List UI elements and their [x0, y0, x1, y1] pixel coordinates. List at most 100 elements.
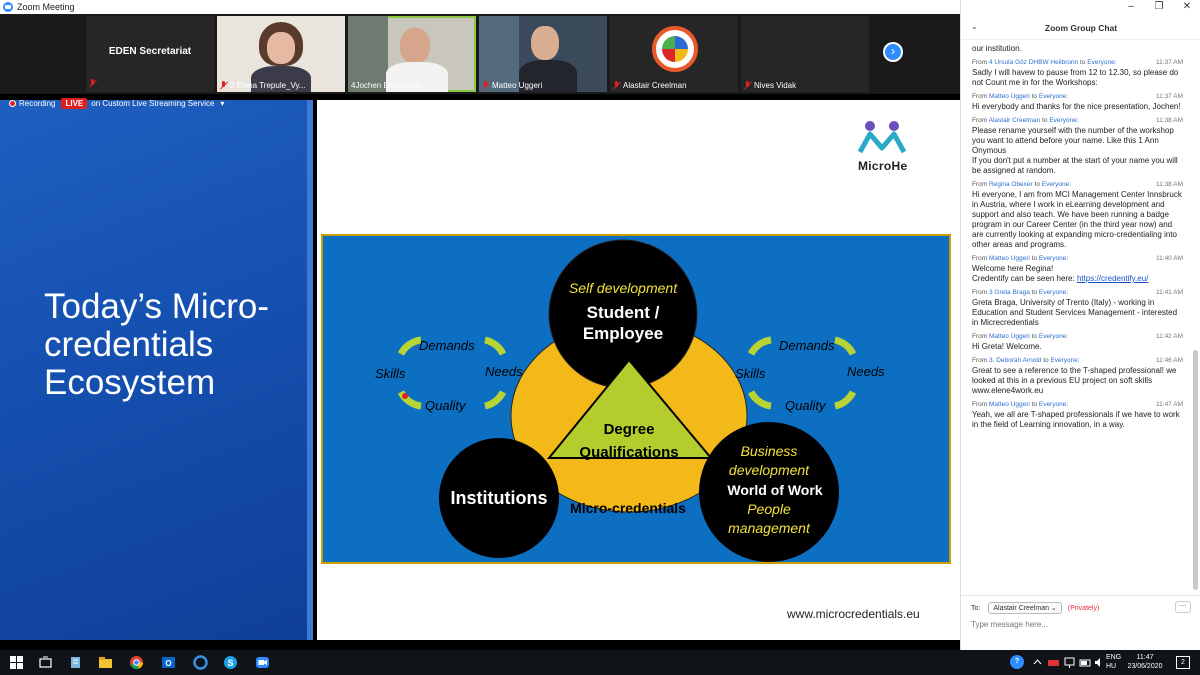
message-body: our institution. [972, 44, 1022, 53]
muted-mic-icon [482, 81, 489, 90]
task-view-icon[interactable] [38, 655, 53, 670]
recipient-row: To: Alastair Creelman ⌄ (Privately) [971, 602, 1099, 614]
from-word: From [972, 333, 988, 340]
message-sender[interactable]: 3 Greta Braga [988, 289, 1030, 296]
message-recipient: Everyone [1050, 357, 1078, 364]
from-word: From [972, 289, 988, 296]
edge-browser-icon[interactable] [193, 655, 208, 670]
participant-tile[interactable]: Nives Vidak [741, 16, 869, 92]
institutions-label: Institutions [450, 488, 548, 508]
windows-start-icon[interactable] [9, 655, 24, 670]
message-body: Yeah, we all are T-shaped professionals … [972, 410, 1180, 429]
business-development-label: Business development [728, 443, 810, 478]
message-time: 11:47 AM [1156, 401, 1183, 408]
participant-video [348, 16, 388, 92]
next-participants-button[interactable]: › [883, 42, 903, 62]
svg-text:S: S [227, 658, 233, 668]
message-time: 11:42 AM [1156, 333, 1183, 340]
locale-code: HU [1106, 663, 1117, 670]
chat-message-text: Sadly I will havew to pause from 12 to 1… [972, 68, 1183, 88]
slide-url: www.microcredentials.eu [787, 607, 920, 621]
message-sender[interactable]: Matteo Uggeri [988, 255, 1030, 262]
cycle-arrow [397, 336, 422, 356]
chat-message-meta: From Alastair Creelman to Everyone:11:38… [972, 117, 1183, 124]
participant-tile-active[interactable]: 4Jochen Ehrenreich [348, 16, 476, 92]
to-word: to [1031, 289, 1038, 296]
live-streaming-menu[interactable]: on Custom Live Streaming Service ▾ [91, 99, 224, 108]
tray-app-icon[interactable] [1046, 655, 1061, 670]
slide-title: Today’s Micro-credentials Ecosystem [44, 287, 269, 402]
participant-video [267, 32, 295, 64]
network-icon[interactable] [1062, 655, 1077, 670]
muted-mic-icon [744, 81, 751, 90]
skype-icon[interactable]: S [223, 655, 238, 670]
chrome-icon[interactable] [129, 655, 144, 670]
message-sender[interactable]: Regina Obexer [988, 181, 1033, 188]
language-code: ENG [1106, 654, 1122, 661]
pointer-dot [402, 393, 408, 399]
message-sender[interactable]: Matteo Uggeri [988, 93, 1030, 100]
window-title: Zoom Meeting [17, 2, 75, 12]
message-body: Sadly I will havew to pause from 12 to 1… [972, 68, 1179, 87]
demands-label: Demands [419, 338, 475, 353]
participant-tile[interactable]: Matteo Uggeri [479, 16, 607, 92]
microhe-logo-icon [857, 121, 907, 154]
cycle-arrow [747, 336, 772, 356]
message-sender[interactable]: Alastair Creelman [988, 117, 1041, 124]
clock[interactable]: 11:47 23/06/2020 [1126, 653, 1164, 675]
message-sender[interactable]: Matteo Uggeri [988, 333, 1030, 340]
chat-messages[interactable]: our institution. From 4 Ursula Göz DHBW H… [961, 40, 1191, 590]
message-sender[interactable]: 4 Ursula Göz DHBW Heilbronn [988, 59, 1079, 66]
file-explorer-icon[interactable] [98, 655, 113, 670]
slide-stripe [307, 100, 313, 640]
slide-right-panel: MicroHe [317, 100, 960, 640]
slide-left-panel: Today’s Micro-credentials Ecosystem [0, 100, 313, 640]
message-recipient: Everyone [1038, 401, 1067, 408]
streaming-service-label: on Custom Live Streaming Service [91, 98, 215, 108]
message-sender[interactable]: 3. Deborah Arnold [988, 357, 1042, 364]
notifications-icon[interactable]: 2 [1176, 656, 1190, 669]
world-of-work-label: World of Work [727, 482, 823, 498]
participant-name: Alastair Creelman [623, 81, 687, 90]
volume-icon[interactable] [1092, 655, 1107, 670]
to-word: to [1043, 357, 1049, 364]
from-word: From [972, 117, 988, 124]
battery-icon[interactable] [1078, 655, 1093, 670]
maximize-button[interactable]: ❐ [1154, 1, 1164, 12]
message-recipient: Everyone [1038, 333, 1067, 340]
language-indicator[interactable]: ENG HU [1106, 653, 1121, 675]
message-sender[interactable]: Matteo Uggeri [988, 401, 1030, 408]
self-development-label: Self development [568, 280, 678, 296]
world-of-work-circle [699, 422, 839, 562]
help-icon[interactable]: ? [1010, 655, 1024, 669]
chat-panel: – ❐ ✕ ⌄ Zoom Group Chat our institution.… [960, 0, 1200, 650]
chat-message-text: Yeah, we all are T-shaped professionals … [972, 410, 1183, 430]
skills-label: Skills [375, 366, 406, 381]
cycle-arrow [834, 390, 857, 410]
participant-video [531, 26, 559, 60]
chat-collapse-chevron-icon[interactable]: ⌄ [971, 22, 978, 31]
quality-label: Quality [425, 398, 466, 413]
minimize-button[interactable]: – [1128, 1, 1134, 12]
more-options-button[interactable]: ··· [1175, 601, 1191, 613]
message-link[interactable]: https://credentify.eu/ [1076, 274, 1149, 283]
chat-scrollbar[interactable] [1193, 350, 1198, 590]
recipient-dropdown[interactable]: Alastair Creelman ⌄ [988, 602, 1062, 614]
participant-tile[interactable]: EDEN Secretariat [86, 16, 214, 92]
notes-app-icon[interactable] [68, 655, 83, 670]
logo-label: MicroHe [858, 159, 908, 173]
system-tray-chevron-icon[interactable] [1030, 655, 1045, 670]
participant-tile[interactable]: 2 Elena Trepule_Vy... [217, 16, 345, 92]
close-button[interactable]: ✕ [1182, 1, 1192, 12]
cycle-arrow [834, 336, 857, 356]
chat-message-input[interactable]: Type message here... [971, 620, 1048, 629]
zoom-app-icon[interactable] [255, 655, 270, 670]
participant-center-name: EDEN Secretariat [108, 46, 192, 57]
to-word: to [1031, 255, 1038, 262]
outlook-icon[interactable]: O [161, 655, 176, 670]
notification-count: 2 [1181, 659, 1185, 666]
participant-tile[interactable]: Alastair Creelman [610, 16, 738, 92]
to-word: to [1031, 401, 1038, 408]
